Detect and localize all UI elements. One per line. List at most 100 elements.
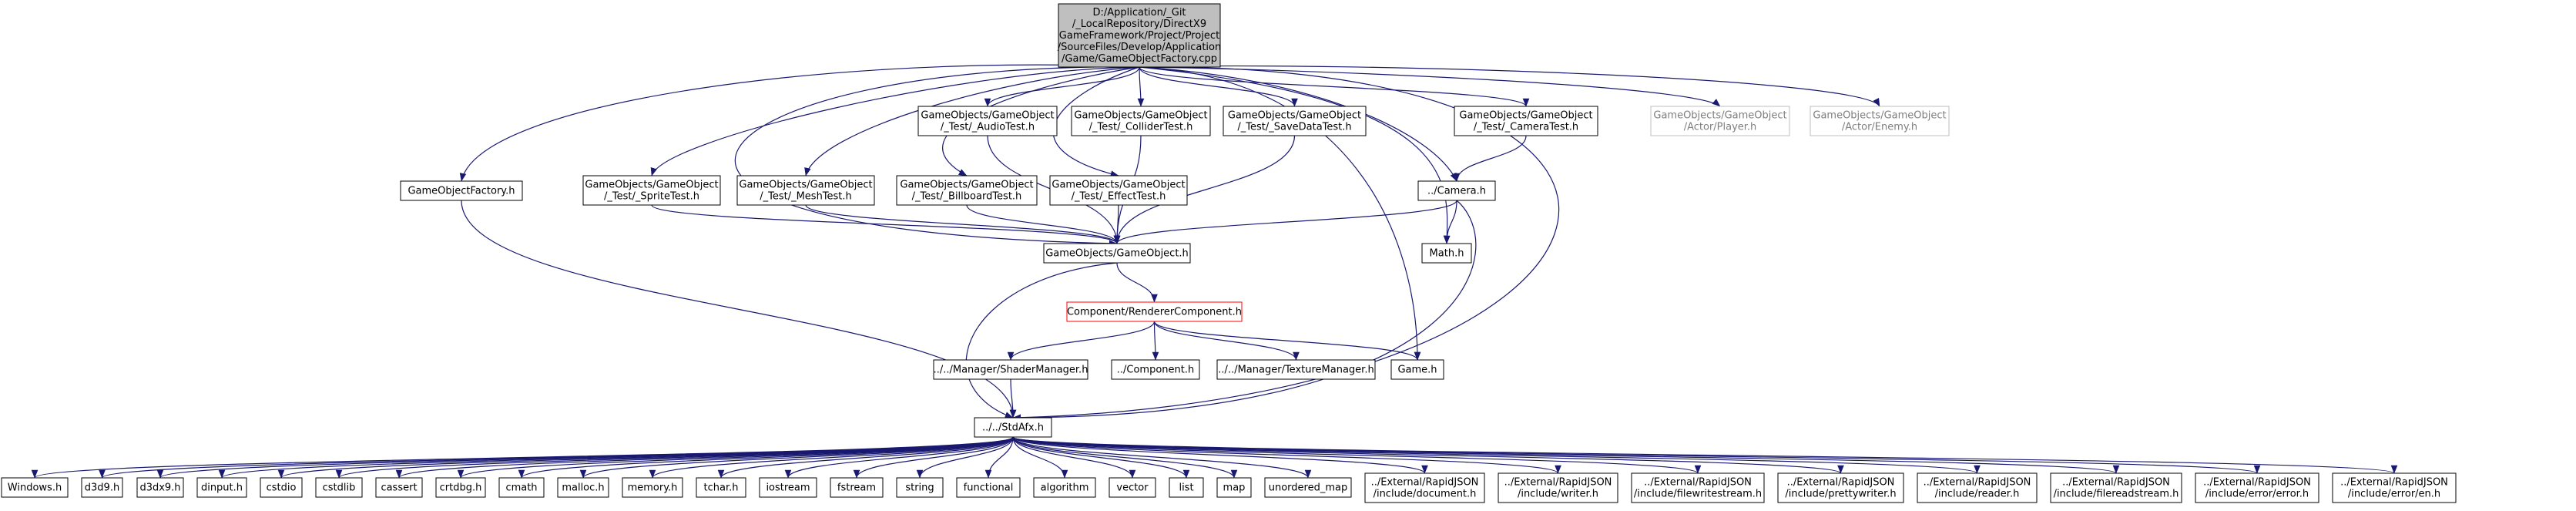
edge-stdafx-rj_reader [1012,436,1981,474]
node-rj-writer[interactable]: ../External/RapidJSON/include/writer.h [1498,472,1618,503]
node-map[interactable]: map [1216,477,1252,498]
node-memory[interactable]: memory.h [622,477,683,498]
node-texture[interactable]: ../../Manager/TextureManager.h [1216,359,1376,380]
node-label-line: /include/filereadstream.h [2054,489,2179,500]
node-sprite[interactable]: GameObjects/GameObject/_Test/_SpriteTest… [582,175,721,206]
node-label-line: ../../Manager/TextureManager.h [1218,365,1374,376]
node-game[interactable]: Game.h [1390,359,1444,380]
node-box [2332,472,2457,503]
node-label-line: /Actor/Player.h [1684,122,1757,133]
node-algorithm[interactable]: algorithm [1033,477,1096,498]
node-box [498,477,545,498]
node-enemy[interactable]: GameObjects/GameObject/Actor/Enemy.h [1810,106,1950,136]
node-renderer[interactable]: Component/RendererComponent.h [1066,301,1243,322]
edge-gameobject-stdafx [965,262,1118,419]
node-label-line: tchar.h [704,482,739,494]
node-tchar[interactable]: tchar.h [696,477,746,498]
node-cstdio[interactable]: cstdio [260,477,303,498]
node-gameobject[interactable]: GameObjects/GameObject.h [1043,243,1191,264]
node-rj-prettywriter[interactable]: ../External/RapidJSON/include/prettywrit… [1777,472,1904,503]
node-dinput[interactable]: dinput.h [196,477,247,498]
node-math[interactable]: Math.h [1421,243,1472,264]
node-cassert[interactable]: cassert [375,477,423,498]
node-box [1421,243,1472,264]
node-list[interactable]: list [1169,477,1204,498]
node-vector[interactable]: vector [1109,477,1156,498]
node-box [2195,472,2319,503]
node-box [1109,477,1156,498]
node-functional[interactable]: functional [956,477,1021,498]
node-cameratest[interactable]: GameObjects/GameObject/_Test/_CameraTest… [1454,106,1598,136]
edge-stdafx-memory [649,436,1014,479]
node-label-line: cstdlib [323,482,356,494]
node-box [1033,477,1096,498]
edge-root-cameratest [1139,66,1530,107]
node-savedata[interactable]: GameObjects/GameObject/_Test/_SaveDataTe… [1223,106,1367,136]
node-label-line: ../External/RapidJSON [1644,477,1752,489]
node-billboard[interactable]: GameObjects/GameObject/_Test/_BillboardT… [896,175,1038,206]
node-box [81,477,123,498]
node-label-line: GameObjects/GameObject [1052,180,1185,191]
node-crtdbg[interactable]: crtdbg.h [435,477,486,498]
node-mesh[interactable]: GameObjects/GameObject/_Test/_MeshTest.h [736,175,875,206]
node-stdafx[interactable]: ../../StdAfx.h [974,417,1052,438]
node-layer: D:/Application/_Git/_LocalRepository/Dir… [1,3,2457,503]
node-label-line: GameObjects/GameObject [1459,110,1592,122]
edge-stdafx-fstream [853,436,1014,479]
node-box [1264,477,1352,498]
node-label-line: ../External/RapidJSON [1371,477,1479,489]
node-label-line: list [1179,482,1193,494]
node-factory[interactable]: GameObjectFactory.h [400,180,523,201]
edge-root-collider [1137,66,1145,107]
edge-stdafx-rj_filereadstream [1012,436,2119,474]
edge-mesh-gameobject [805,204,1121,244]
node-label-line: ../External/RapidJSON [1787,477,1895,489]
node-box [1043,243,1191,264]
node-d3d9[interactable]: d3d9.h [81,477,123,498]
node-malloc[interactable]: malloc.h [557,477,609,498]
node-rj-error[interactable]: ../External/RapidJSON/include/error/erro… [2195,472,2319,503]
edge-root-gameobject [734,66,1140,247]
node-box [1810,106,1950,136]
node-rj-reader[interactable]: ../External/RapidJSON/include/reader.h [1917,472,2038,503]
node-shader[interactable]: ../../Manager/ShaderManager.h [933,359,1088,380]
node-label-line: /_Test/_AudioTest.h [941,122,1035,133]
node-rj-document[interactable]: ../External/RapidJSON/include/document.h [1364,472,1485,503]
node-label-line: /include/writer.h [1518,489,1598,500]
node-unordered-map[interactable]: unordered_map [1264,477,1352,498]
edge-gameobject-renderer [1116,262,1158,303]
node-effect[interactable]: GameObjects/GameObject/_Test/_EffectTest… [1049,175,1188,206]
node-fstream[interactable]: fstream [830,477,884,498]
node-d3dx9[interactable]: d3dx9.h [136,477,184,498]
node-label-line: /include/prettywriter.h [1785,489,1896,500]
node-camera[interactable]: ../Camera.h [1417,180,1496,201]
node-component[interactable]: ../Component.h [1111,359,1200,380]
node-audio[interactable]: GameObjects/GameObject/_Test/_AudioTest.… [917,106,1058,136]
node-collider[interactable]: GameObjects/GameObject/_Test/_ColliderTe… [1071,106,1211,136]
node-windows[interactable]: Windows.h [1,477,69,498]
node-label-line: Component/RendererComponent.h [1067,307,1242,318]
edge-stdafx-vector [1012,436,1136,479]
node-label-line: GameObjects/GameObject [585,180,718,191]
node-cmath[interactable]: cmath [498,477,545,498]
node-player[interactable]: GameObjects/GameObject/Actor/Player.h [1650,106,1790,136]
node-box [375,477,423,498]
node-label-line: /include/filewritestream.h [1634,489,1762,500]
node-rj-filereadstream[interactable]: ../External/RapidJSON/include/filereadst… [2050,472,2182,503]
node-rj-filewritestream[interactable]: ../External/RapidJSON/include/filewrites… [1631,472,1765,503]
node-cstdlib[interactable]: cstdlib [315,477,363,498]
node-box [1216,477,1252,498]
node-label-line: /Actor/Enemy.h [1842,122,1917,133]
node-root[interactable]: D:/Application/_Git/_LocalRepository/Dir… [1058,3,1221,68]
node-label-line: GameObjects/GameObject [1813,110,1946,122]
node-iostream[interactable]: iostream [759,477,817,498]
node-box [622,477,683,498]
edge-stdafx-functional [984,436,1014,479]
node-rj-error-en[interactable]: ../External/RapidJSON/include/error/en.h [2332,472,2457,503]
edge-stdafx-list [1012,436,1190,479]
node-box [830,477,884,498]
node-label-line: ../Component.h [1117,365,1195,376]
node-box [1498,472,1618,503]
node-string[interactable]: string [896,477,944,498]
